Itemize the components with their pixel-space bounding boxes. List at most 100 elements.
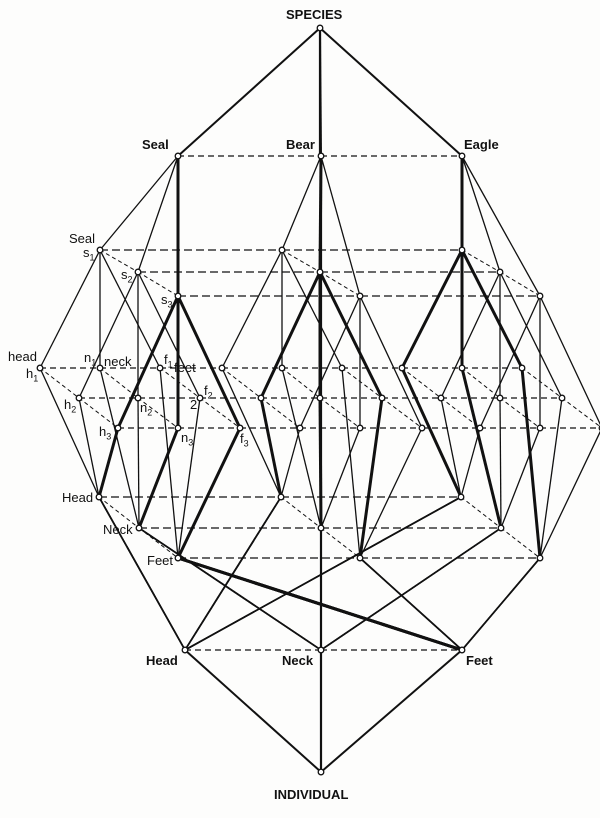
- label-seal-block: Seal: [69, 231, 96, 246]
- node-f3-block0: [236, 424, 244, 432]
- edge-n1-Neck-block2: [460, 367, 503, 529]
- edge-s3-part2-block1: [359, 295, 423, 429]
- dashed-diag-s2-block0: [137, 271, 179, 297]
- edge-f1-Feet-block0: [159, 367, 179, 559]
- node-n2-block1: [316, 394, 324, 402]
- node-n1-block0: [96, 364, 104, 372]
- edge-f2-Feet-block0: [177, 397, 201, 559]
- dashed-diag-s2-block1: [319, 271, 361, 297]
- edge-s1-part0-block2: [400, 249, 464, 369]
- label-s3: s3: [161, 292, 173, 310]
- node-part3-block1: [356, 554, 364, 562]
- dashed-diag-n2-block1: [319, 397, 361, 429]
- edge-species-to-s2-block2: [461, 155, 501, 273]
- label-f3: f3: [240, 431, 249, 449]
- dashed-diag-s1-block2: [461, 249, 501, 273]
- label-individual: INDIVIDUAL: [274, 787, 349, 802]
- edge-f2-Feet-block2: [539, 397, 563, 559]
- edge-n1-Neck-block0: [99, 367, 140, 529]
- edge-s1-part0-block1: [221, 249, 283, 369]
- node-n1-block1: [278, 364, 286, 372]
- node-s1-block2: [458, 246, 466, 254]
- edge-species-to-s3-block1: [320, 155, 361, 297]
- label-f2: f2: [204, 383, 213, 401]
- node-n3-block0: [174, 424, 182, 432]
- label-2: 2: [190, 397, 198, 412]
- label-neck: Neck: [282, 653, 314, 668]
- label-bear: Bear: [286, 137, 315, 152]
- label-neck-block: Neck: [103, 522, 133, 537]
- dashed-diag-h1-block0: [39, 367, 80, 399]
- edge-h3-Head-block1: [280, 427, 301, 498]
- edge-n3-Neck-block2: [500, 427, 541, 529]
- node-f3-block1: [418, 424, 426, 432]
- node-n2-block0: [134, 394, 142, 402]
- edge-part0-to-bottom-block1: [184, 496, 282, 651]
- node-f2-block1: [378, 394, 386, 402]
- edge-part0-to-bottom-block2: [184, 496, 462, 651]
- dashed-diag-n2-block0: [137, 397, 179, 429]
- dashed-diag-h1-block2: [401, 367, 442, 399]
- node-h3-block2: [476, 424, 484, 432]
- edge-part2-to-bottom-block1: [359, 557, 463, 651]
- node-h2-block2: [437, 394, 445, 402]
- edge-species-to-s1-block1: [281, 155, 322, 251]
- edge-part2-to-bottom-block2: [461, 557, 541, 651]
- edge-s1-part0-block0: [39, 249, 101, 369]
- node-h2-block1: [257, 394, 265, 402]
- edge-s3-part2-block2: [539, 295, 600, 426]
- edge-s1-part2-block2: [460, 249, 524, 369]
- label-seal: Seal: [142, 137, 169, 152]
- edge-h1-Head-block1: [221, 367, 282, 498]
- node-part1-block0: [95, 493, 103, 501]
- label-head-block: Head: [62, 490, 94, 505]
- edge-part1-to-bottom-block2: [320, 527, 502, 651]
- edge-s2-part0-block1: [259, 271, 322, 399]
- node-f1-block2: [518, 364, 526, 372]
- edge-species-to-s2-block1: [318, 155, 323, 273]
- label-feet-lower: feet: [174, 360, 196, 375]
- edge-part2-to-bottom-block0: [177, 556, 463, 652]
- node-species: [316, 24, 324, 32]
- label-h1: h1: [26, 366, 39, 384]
- dashed-diag-P1-block0: [98, 496, 140, 529]
- node-part1-block2: [457, 493, 465, 501]
- node-s3-block0: [174, 292, 182, 300]
- label-s2: s2: [121, 267, 133, 285]
- node-h3-block0: [114, 424, 122, 432]
- label-feet: Feet: [466, 653, 493, 668]
- node-part3-block0: [174, 554, 182, 562]
- edge-part1-to-bottom-block0: [138, 527, 322, 651]
- dashed-diag-s2-block2: [499, 271, 541, 297]
- edge-f3-Feet-block0: [176, 427, 242, 559]
- dashed-diag-f2-block0: [199, 397, 241, 429]
- node-bottom-2: [458, 646, 466, 654]
- node-part2-block2: [497, 524, 505, 532]
- edge-species-to-s3-block2: [461, 155, 541, 297]
- edge-s2-part2-block1: [318, 271, 384, 399]
- dashed-diag-P2-block1: [320, 527, 361, 559]
- edge-n3-Neck-block0: [137, 427, 180, 529]
- node-h3-block1: [296, 424, 304, 432]
- node-h1-block2: [398, 364, 406, 372]
- dashed-diag-f1-block1: [341, 367, 383, 399]
- node-s3-block2: [536, 292, 544, 300]
- edge-n1-Neck-block1: [281, 367, 322, 529]
- label-f1: f1: [164, 352, 173, 370]
- node-species-0: [174, 152, 182, 160]
- node-h1-block0: [36, 364, 44, 372]
- dashed-diag-h2-block1: [260, 397, 301, 429]
- edge-n2-Neck-block1: [318, 397, 323, 529]
- node-s1-block0: [96, 246, 104, 254]
- node-bottom-0: [181, 646, 189, 654]
- dashed-diag-f2-block2: [561, 397, 600, 428]
- node-f2-block0: [196, 394, 204, 402]
- node-part2-block0: [135, 524, 143, 532]
- edge-n2-Neck-block0: [137, 397, 140, 529]
- node-s1-block1: [278, 246, 286, 254]
- dashed-diag-n2-block2: [499, 397, 541, 429]
- label-n2: n2: [140, 400, 153, 418]
- edge-individual-0: [184, 649, 322, 773]
- edge-h3-Head-block2: [460, 427, 481, 498]
